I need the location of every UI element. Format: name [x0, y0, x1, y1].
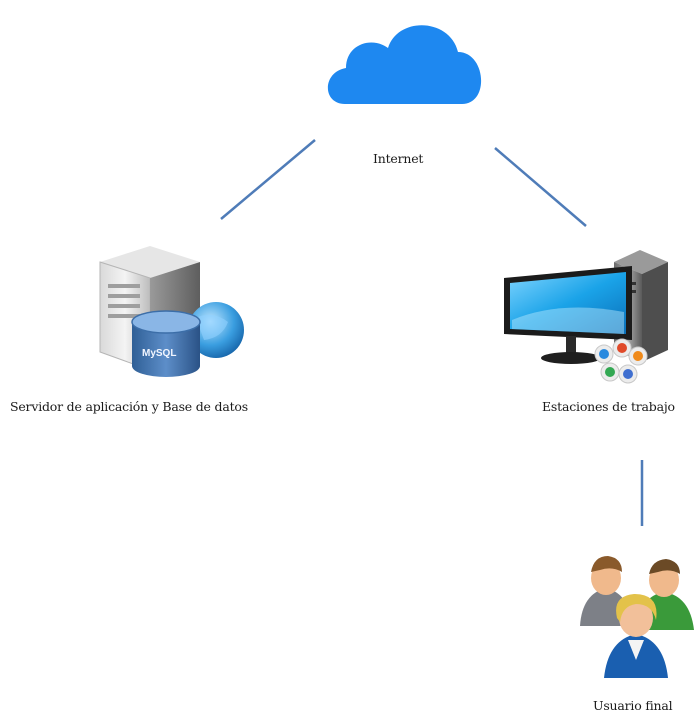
database-server-icon: MySQL — [99, 246, 244, 377]
users-group-icon — [580, 556, 694, 678]
mysql-logo: MySQL — [142, 348, 176, 359]
connector-internet-server — [220, 139, 316, 220]
end-user-label: Usuario final — [593, 698, 673, 713]
connector-internet-stations — [494, 147, 587, 227]
cloud-icon — [327, 25, 482, 105]
internet-label: Internet — [373, 151, 424, 166]
workstations-label: Estaciones de trabajo — [542, 399, 675, 414]
server-label: Servidor de aplicación y Base de datos — [10, 399, 248, 414]
workstation-icon — [504, 250, 668, 384]
